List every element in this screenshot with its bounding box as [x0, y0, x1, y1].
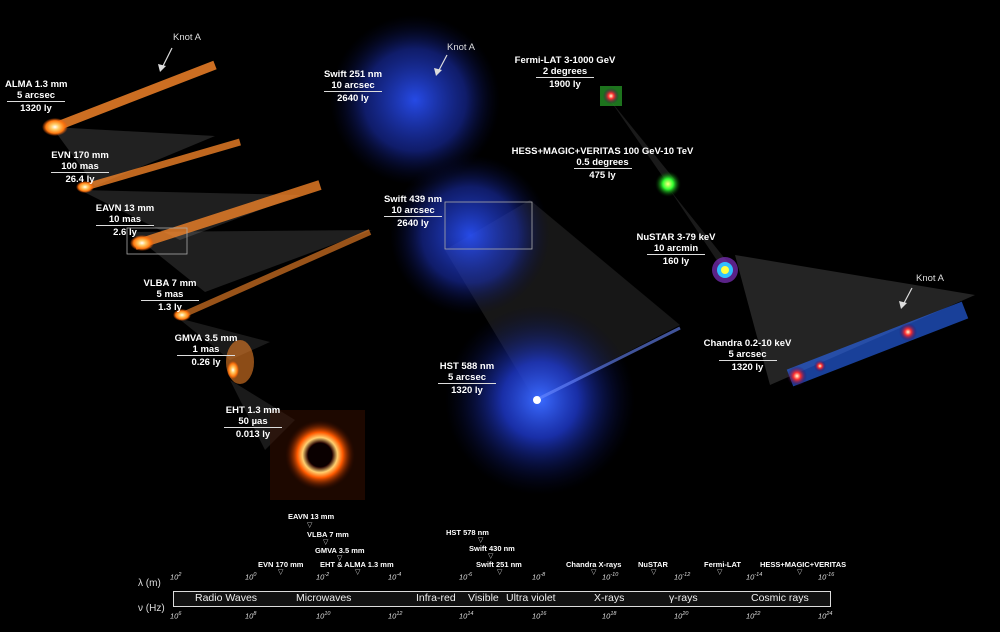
lambda-tick: 10-16 — [818, 572, 835, 582]
zoom-beam — [735, 255, 975, 385]
nu-tick: 1016 — [532, 611, 547, 621]
swift-251-image — [330, 15, 500, 185]
fermi-image — [600, 86, 622, 106]
band-label: Visible — [468, 592, 499, 604]
band-label: γ-rays — [669, 592, 698, 604]
lambda-tick: 10-8 — [532, 572, 546, 582]
knot-a-label: Knot A — [447, 42, 475, 53]
nu-tick: 1024 — [818, 611, 833, 621]
instrument-marker: VLBA 7 mm — [307, 530, 349, 539]
nu-tick: 1014 — [459, 611, 474, 621]
lambda-tick: 10-2 — [316, 572, 330, 582]
spectrum-band — [173, 591, 831, 607]
nu-tick: 106 — [170, 611, 182, 621]
evn-jet — [76, 138, 241, 193]
lambda-axis-label: λ (m) — [138, 578, 161, 589]
hess-image — [655, 171, 681, 197]
chandra-image — [786, 301, 969, 387]
instrument-marker: Swift 251 nm — [476, 560, 522, 569]
instrument-marker: GMVA 3.5 mm — [315, 546, 365, 555]
band-label: Radio Waves — [195, 592, 258, 604]
instrument-marker: EHT & ALMA 1.3 mm — [320, 560, 394, 569]
lambda-tick: 10-6 — [459, 572, 473, 582]
lambda-tick: 10-4 — [388, 572, 402, 582]
instrument-marker: Fermi-LAT — [704, 560, 741, 569]
instrument-marker: EVN 170 mm — [258, 560, 304, 569]
nu-tick: 1022 — [746, 611, 761, 621]
nu-axis-label: ν (Hz) — [138, 603, 165, 614]
eht-image — [270, 410, 365, 500]
zoom-box — [126, 227, 188, 255]
knot-a-label: Knot A — [173, 32, 201, 43]
lambda-tick: 102 — [170, 572, 182, 582]
nu-tick: 108 — [245, 611, 257, 621]
band-label: Microwaves — [296, 592, 352, 604]
instrument-marker: Chandra X-rays — [566, 560, 622, 569]
band-label: Infra-red — [416, 592, 456, 604]
band-label: X-rays — [594, 592, 625, 604]
zoom-beam — [80, 190, 300, 240]
band-label: Ultra violet — [506, 592, 556, 604]
instrument-marker: NuSTAR — [638, 560, 668, 569]
instrument-marker: EAVN 13 mm — [288, 512, 335, 521]
band-label: Cosmic rays — [751, 592, 809, 604]
lambda-tick: 10-14 — [746, 572, 763, 582]
nu-tick: 1020 — [674, 611, 689, 621]
lambda-tick: 100 — [245, 572, 257, 582]
gmva-jet — [226, 340, 254, 384]
zoom-beam — [130, 230, 372, 292]
nu-tick: 1010 — [316, 611, 331, 621]
swift-439-image — [390, 155, 550, 315]
zoom-beam — [610, 100, 675, 180]
alma-jet — [42, 60, 217, 136]
lambda-tick: 10-10 — [602, 572, 619, 582]
instrument-marker: HESS+MAGIC+VERITAS — [760, 560, 847, 569]
vlba-jet — [173, 229, 372, 321]
nustar-image — [712, 257, 738, 283]
instrument-marker: Swift 430 nm — [469, 544, 515, 553]
instrument-marker: HST 578 nm — [446, 528, 489, 537]
nu-tick: 1012 — [388, 611, 403, 621]
nu-tick: 1018 — [602, 611, 617, 621]
eavn-jet — [126, 180, 322, 255]
zoom-beam — [670, 190, 730, 265]
zoom-beam — [52, 127, 215, 186]
knot-a-label: Knot A — [916, 273, 944, 284]
zoom-box — [444, 201, 533, 250]
lambda-tick: 10-12 — [674, 572, 691, 582]
